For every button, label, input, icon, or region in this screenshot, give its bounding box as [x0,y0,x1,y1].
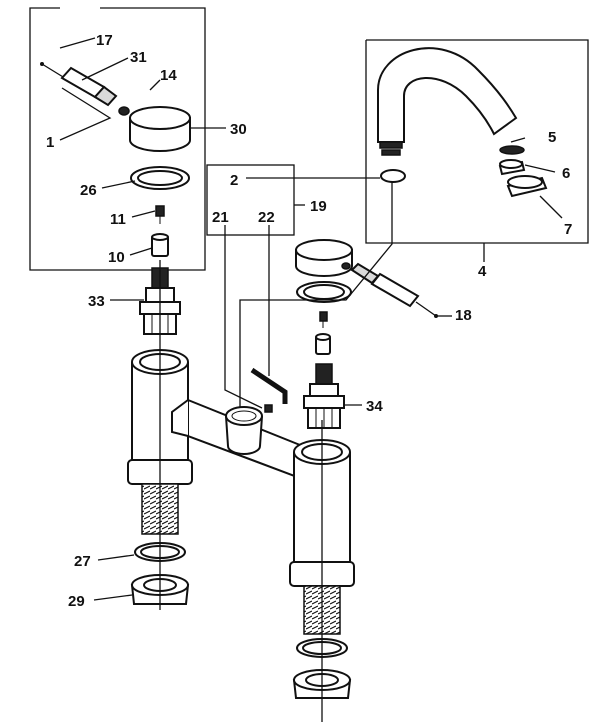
allen-key [250,367,288,404]
right-screw [319,311,328,328]
spout-o-ring [380,169,406,183]
label-31: 31 [130,49,147,66]
right-adapter [315,333,331,355]
left-screw [155,205,165,224]
right-handle-lever [350,262,438,318]
label-1: 1 [46,134,54,151]
spanner-kit-box [206,164,295,236]
label-22: 22 [258,209,275,226]
label-33: 33 [88,293,105,310]
label-19: 19 [310,198,327,215]
label-21: 21 [212,209,229,226]
left-washer [130,166,190,190]
spout-kit-box [365,39,589,244]
aerator-parts [498,145,548,198]
label-7: 7 [564,221,572,238]
label-30: 30 [230,121,247,138]
spout [377,47,518,156]
label-11: 11 [110,211,126,228]
label-2: 2 [230,172,238,189]
label-26: 26 [80,182,97,199]
label-4: 4 [478,263,487,280]
grub-screw [264,404,273,413]
leader-lines [59,37,563,722]
label-10: 10 [108,249,125,266]
label-6: 6 [562,165,570,182]
label-17: 17 [96,32,113,49]
part-labels: 17 31 14 1 30 26 11 10 33 2 19 21 22 5 6… [46,32,572,610]
label-14: 14 [160,67,177,84]
label-5: 5 [548,129,556,146]
right-washer [296,281,352,303]
left-handle-cap [129,106,191,152]
right-handle-cap [295,239,353,277]
label-34: 34 [366,398,383,415]
left-adapter [151,233,169,257]
left-handle-lever [40,62,130,116]
label-27: 27 [74,553,91,570]
label-18: 18 [455,307,472,324]
label-29: 29 [68,593,85,610]
handle-kit-box [29,7,206,271]
right-cartridge [303,363,345,429]
